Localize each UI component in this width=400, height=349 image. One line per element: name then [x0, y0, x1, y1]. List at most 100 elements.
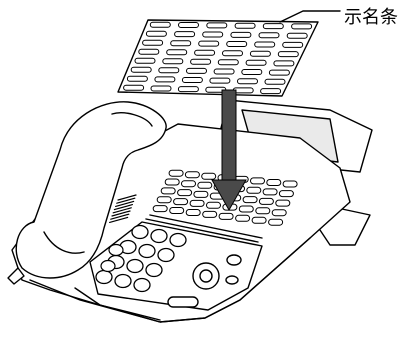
- dial-key: [158, 249, 174, 262]
- label-slot: [274, 61, 294, 66]
- label-slot: [231, 32, 251, 37]
- navigation-key: [193, 263, 219, 289]
- dial-key: [132, 226, 148, 239]
- dial-key: [115, 275, 131, 288]
- dial-key: [170, 234, 186, 247]
- feature-key: [276, 200, 290, 206]
- name-label-card: [118, 20, 318, 96]
- dial-key: [127, 260, 143, 273]
- feature-key: [219, 213, 233, 219]
- feature-key: [259, 198, 273, 204]
- label-slot: [203, 32, 223, 37]
- label-slot: [171, 41, 191, 46]
- feature-key: [157, 197, 171, 203]
- callout-label: 示名条: [344, 8, 398, 28]
- label-slot: [210, 78, 230, 83]
- label-slot: [292, 24, 312, 29]
- feature-key: [283, 181, 297, 187]
- feature-key: [182, 181, 196, 187]
- label-slot: [151, 86, 171, 91]
- feature-key: [161, 188, 175, 194]
- label-slot: [255, 42, 275, 47]
- label-slot: [246, 60, 266, 65]
- label-slot: [146, 31, 166, 36]
- dial-key: [139, 245, 155, 258]
- label-slot: [139, 49, 159, 54]
- label-slot: [261, 89, 281, 94]
- feature-key: [186, 210, 200, 216]
- feature-key: [239, 206, 253, 212]
- feature-key: [279, 191, 293, 197]
- feature-key: [251, 178, 265, 184]
- feature-key: [272, 210, 286, 216]
- feature-key: [165, 179, 179, 185]
- feature-key: [247, 187, 261, 193]
- label-slot: [278, 52, 298, 57]
- feature-key: [207, 202, 221, 208]
- label-slot: [242, 70, 262, 75]
- label-slot: [179, 23, 199, 28]
- function-key: [226, 276, 238, 284]
- feature-key: [194, 191, 208, 197]
- label-slot: [283, 42, 303, 47]
- label-slot: [163, 59, 183, 64]
- label-slot: [259, 33, 279, 38]
- label-slot: [199, 41, 219, 46]
- label-slot: [287, 33, 307, 38]
- dial-key: [151, 230, 167, 243]
- label-slot: [124, 85, 144, 90]
- label-slot: [265, 79, 285, 84]
- label-slot: [195, 50, 215, 55]
- feature-key: [252, 217, 266, 223]
- label-slot: [214, 69, 234, 74]
- dial-key: [101, 261, 115, 272]
- long-function-key: [168, 297, 198, 307]
- label-slot: [178, 87, 198, 92]
- label-slot: [238, 79, 258, 84]
- label-slot: [187, 68, 207, 73]
- label-slot: [207, 23, 227, 28]
- feature-key: [267, 180, 281, 186]
- feature-key: [185, 172, 199, 178]
- label-slot: [218, 60, 238, 65]
- label-slot: [235, 23, 255, 28]
- dial-key: [96, 271, 112, 284]
- label-slot: [223, 51, 243, 56]
- label-slot: [227, 42, 247, 47]
- feature-key: [263, 189, 277, 195]
- dial-key: [134, 279, 150, 292]
- function-key: [227, 255, 241, 265]
- label-slot: [143, 40, 163, 45]
- feature-key: [178, 190, 192, 196]
- feature-key: [269, 219, 283, 225]
- label-slot: [263, 24, 283, 29]
- feature-key: [198, 182, 212, 188]
- feature-key: [236, 215, 250, 221]
- dial-key: [109, 245, 123, 256]
- feature-key: [170, 208, 184, 214]
- label-slot: [127, 76, 147, 81]
- label-slot: [175, 32, 195, 37]
- label-slot: [182, 78, 202, 83]
- label-slot: [191, 59, 211, 64]
- label-slot: [167, 50, 187, 55]
- label-slot: [250, 51, 270, 56]
- feature-key: [256, 208, 270, 214]
- feature-key: [203, 211, 217, 217]
- dial-key: [146, 264, 162, 277]
- feature-key: [190, 200, 204, 206]
- label-slot: [135, 58, 155, 63]
- feature-key: [202, 173, 216, 179]
- label-slot: [155, 77, 175, 82]
- feature-key: [243, 197, 257, 203]
- feature-key: [174, 199, 188, 205]
- label-slot: [159, 68, 179, 73]
- feature-key: [153, 206, 167, 212]
- label-slot: [269, 70, 289, 75]
- callout-leader-line: [280, 11, 340, 22]
- label-slot: [131, 67, 151, 72]
- label-slot: [150, 22, 170, 27]
- feature-key: [169, 170, 183, 176]
